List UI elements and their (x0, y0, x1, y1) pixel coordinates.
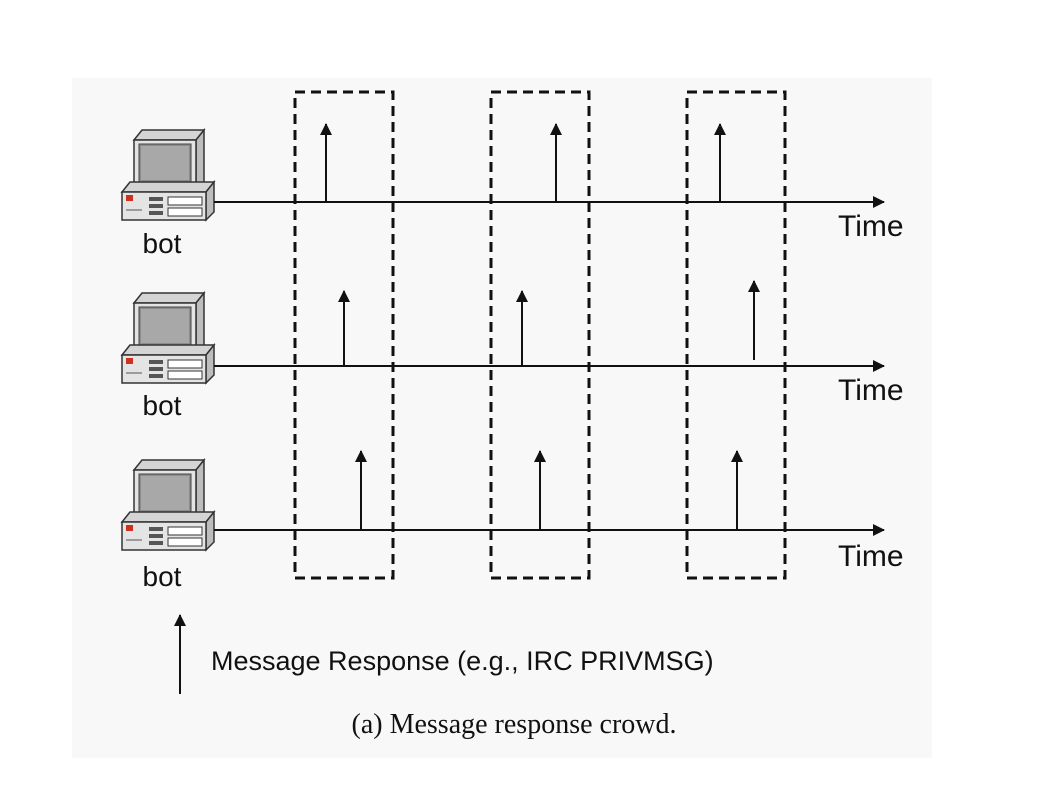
legend-text: Message Response (e.g., IRC PRIVMSG) (211, 646, 714, 676)
legend: Message Response (e.g., IRC PRIVMSG) (174, 614, 714, 694)
computer-icon (121, 459, 215, 551)
bot-row-1: bot Time (121, 123, 904, 259)
bot-label: bot (143, 228, 182, 259)
computer-icon (121, 129, 215, 221)
bot-label: bot (143, 561, 182, 592)
time-label: Time (838, 374, 904, 407)
bot-label: bot (143, 390, 182, 421)
crowd-window-1 (293, 90, 395, 580)
crowd-window-3 (685, 90, 787, 580)
bot-row-3: bot Time (121, 450, 904, 592)
computer-icon (121, 292, 215, 384)
bot-row-2: bot Time (121, 280, 904, 421)
time-label: Time (838, 540, 904, 573)
crowd-window-2 (489, 90, 591, 580)
figure-caption: (a) Message response crowd. (352, 709, 677, 740)
diagram-panel (72, 78, 932, 758)
time-label: Time (838, 210, 904, 243)
